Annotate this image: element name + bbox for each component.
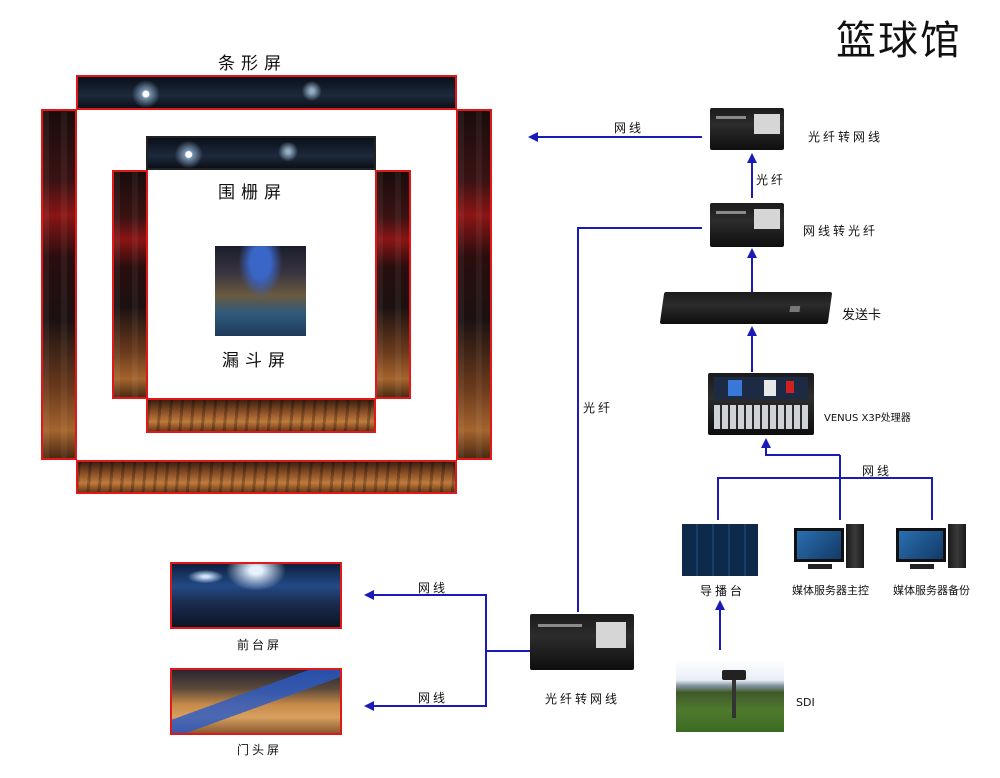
sender-card-label: 发送卡 (842, 304, 881, 323)
director-label: 导播台 (700, 582, 745, 599)
fiber-to-net-bottom-label: 光纤转网线 (545, 690, 620, 707)
media-server-main-pc (794, 524, 868, 576)
sender-card-device (660, 292, 832, 324)
sdi-label: SDI (796, 696, 815, 709)
net-to-fiber-label: 网线转光纤 (803, 222, 878, 239)
media-backup-label: 媒体服务器备份 (893, 582, 970, 598)
fiber-to-net-converter-bottom (530, 614, 634, 670)
venus-processor-device (708, 373, 814, 435)
link-label-fiber-short: 光纤 (756, 171, 786, 188)
media-server-backup-pc (896, 524, 970, 576)
link-label-fiber-long: 光纤 (583, 399, 613, 416)
link-label-net-top: 网线 (614, 119, 644, 136)
line-net-front (366, 595, 486, 651)
monitor-icon (896, 528, 946, 562)
media-main-label: 媒体服务器主控 (792, 582, 869, 598)
sdi-camera-image (676, 660, 784, 732)
fiber-to-net-converter-top (710, 108, 784, 150)
director-console-image (682, 524, 758, 576)
link-label-net-front: 网线 (418, 579, 448, 596)
link-label-net-servers: 网线 (862, 462, 892, 479)
line-to-processor (766, 440, 840, 455)
link-label-net-gate: 网线 (418, 689, 448, 706)
net-to-fiber-converter (710, 203, 784, 247)
monitor-icon (794, 528, 844, 562)
line-server-bus (718, 478, 932, 520)
fiber-to-net-top-label: 光纤转网线 (808, 128, 883, 145)
processor-label: VENUS X3P处理器 (824, 409, 911, 424)
